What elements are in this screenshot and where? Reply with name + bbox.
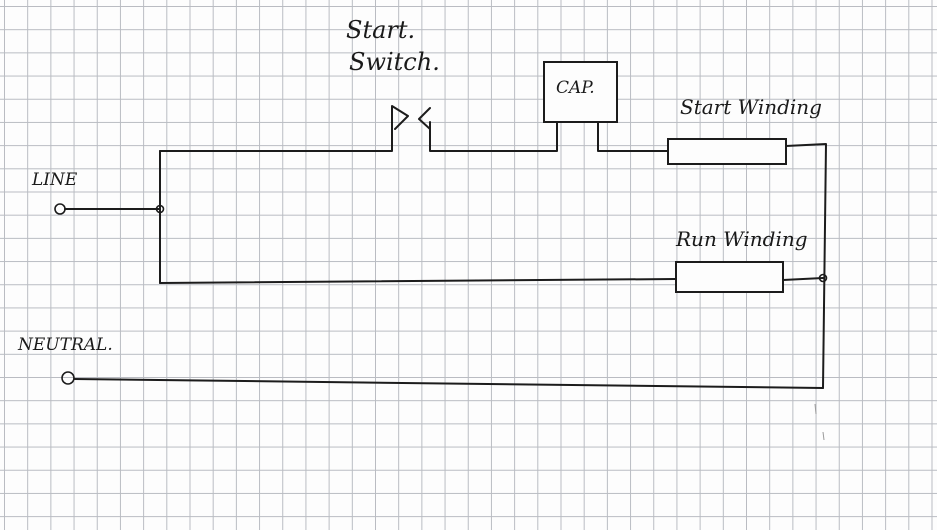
- run-winding-label: Run Winding: [676, 227, 808, 251]
- capacitor-label: CAP.: [556, 78, 595, 98]
- run-winding-return-wire: [782, 277, 824, 281]
- line-label: LINE: [32, 170, 78, 190]
- neutral-terminal: [61, 371, 75, 385]
- capacitor-output-wire: [597, 121, 669, 152]
- start-branch-wire-left: [159, 121, 393, 152]
- neutral-label: NEUTRAL.: [18, 335, 113, 355]
- start-winding-box: [667, 138, 787, 165]
- start-switch-label-line2: Switch.: [349, 48, 440, 76]
- start-switch-label-line1: Start.: [346, 16, 416, 44]
- line-terminal: [54, 203, 66, 215]
- start-winding-return-wire: [785, 143, 827, 389]
- start-switch-contact-left: [391, 105, 409, 130]
- neutral-junction-node: [818, 273, 828, 283]
- capacitor-box: [543, 61, 618, 123]
- start-winding-label: Start Winding: [680, 95, 822, 119]
- start-switch-contact-right: [418, 107, 431, 130]
- neutral-lead-wire: [73, 378, 824, 389]
- start-branch-wire-mid: [429, 121, 558, 152]
- run-branch-wire: [159, 278, 677, 284]
- pencil-mark: [822, 431, 825, 441]
- pencil-mark: [814, 403, 817, 415]
- run-winding-box: [675, 261, 784, 293]
